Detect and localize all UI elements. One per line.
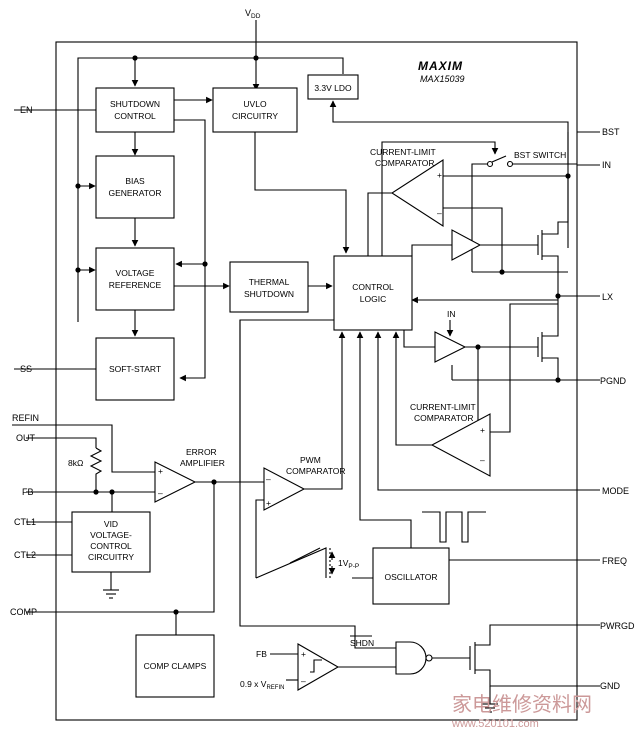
svg-text:FB: FB bbox=[256, 649, 267, 659]
pin-refin: REFIN bbox=[12, 413, 39, 423]
pin-bst: BST bbox=[602, 127, 620, 137]
chip-outline bbox=[55, 41, 578, 721]
pin-gnd: GND bbox=[600, 681, 621, 691]
soft-start-block bbox=[95, 337, 175, 401]
svg-text:SOFT-START: SOFT-START bbox=[109, 364, 161, 374]
svg-text:GENERATOR: GENERATOR bbox=[108, 188, 161, 198]
svg-text:PWM: PWM bbox=[300, 455, 321, 465]
control-logic-block bbox=[333, 255, 413, 331]
svg-text:UVLO: UVLO bbox=[243, 99, 267, 109]
svg-text:+: + bbox=[158, 466, 163, 476]
brand-logo: MAXIM bbox=[418, 59, 463, 73]
pin-ctl2: CTL2 bbox=[14, 550, 36, 560]
svg-text:VOLTAGE-: VOLTAGE- bbox=[90, 530, 132, 540]
svg-text:–: – bbox=[437, 208, 442, 218]
svg-text:3.3V LDO: 3.3V LDO bbox=[314, 83, 352, 93]
svg-text:AMPLIFIER: AMPLIFIER bbox=[180, 458, 225, 468]
svg-text:OSCILLATOR: OSCILLATOR bbox=[384, 572, 437, 582]
svg-text:0.9 x VREFIN: 0.9 x VREFIN bbox=[240, 679, 284, 691]
pin-fb: FB bbox=[22, 487, 34, 497]
thermal-shutdown-block bbox=[229, 261, 309, 313]
error-amplifier bbox=[154, 461, 197, 503]
svg-text:COMPARATOR: COMPARATOR bbox=[414, 413, 474, 423]
watermark-cn: 家电维修资料网 bbox=[452, 692, 592, 716]
svg-text:IN: IN bbox=[447, 309, 456, 319]
uvlo-block bbox=[212, 87, 298, 133]
voltage-reference-block bbox=[95, 247, 175, 311]
high-side-driver bbox=[451, 229, 482, 261]
svg-text:COMPARATOR: COMPARATOR bbox=[286, 466, 346, 476]
svg-text:COMPARATOR: COMPARATOR bbox=[375, 158, 435, 168]
low-side-driver bbox=[434, 331, 467, 363]
svg-text:VOLTAGE: VOLTAGE bbox=[116, 268, 155, 278]
vid-voltage-control-block bbox=[71, 511, 151, 573]
svg-text:+: + bbox=[480, 425, 485, 435]
pin-comp: COMP bbox=[10, 607, 37, 617]
watermark-url: www.520101.com bbox=[451, 718, 539, 730]
svg-text:CURRENT-LIMIT: CURRENT-LIMIT bbox=[410, 402, 476, 412]
vdd-label: VDD bbox=[245, 8, 261, 20]
pin-pgnd: PGND bbox=[600, 376, 627, 386]
comp-clamps-block bbox=[135, 634, 215, 698]
svg-text:SHUTDOWN: SHUTDOWN bbox=[244, 289, 294, 299]
svg-text:–: – bbox=[266, 474, 271, 484]
svg-text:–: – bbox=[158, 488, 163, 498]
svg-text:+: + bbox=[301, 649, 306, 659]
svg-text:CIRCUITRY: CIRCUITRY bbox=[232, 111, 278, 121]
pin-en: EN bbox=[20, 105, 33, 115]
svg-text:CIRCUITRY: CIRCUITRY bbox=[88, 552, 134, 562]
current-limit-comparator-bottom bbox=[430, 413, 491, 477]
pin-ctl1: CTL1 bbox=[14, 517, 36, 527]
current-limit-comparator-top bbox=[390, 158, 444, 228]
bias-generator-block bbox=[95, 155, 175, 219]
oscillator-block bbox=[372, 547, 450, 605]
svg-text:SHDN: SHDN bbox=[350, 638, 374, 648]
part-number: MAX15039 bbox=[420, 74, 465, 84]
svg-text:+: + bbox=[437, 170, 442, 180]
svg-text:VID: VID bbox=[104, 519, 118, 529]
svg-text:1VP-P: 1VP-P bbox=[338, 558, 359, 570]
svg-text:8kΩ: 8kΩ bbox=[68, 458, 83, 468]
pin-pwrgd: PWRGD bbox=[600, 621, 635, 631]
svg-text:CONTROL: CONTROL bbox=[90, 541, 132, 551]
pin-freq: FREQ bbox=[602, 556, 627, 566]
svg-text:COMP CLAMPS: COMP CLAMPS bbox=[144, 661, 207, 671]
pin-in: IN bbox=[602, 160, 611, 170]
pin-ss: SS bbox=[20, 364, 32, 374]
shutdown-control-block bbox=[95, 87, 175, 133]
svg-text:SHUTDOWN: SHUTDOWN bbox=[110, 99, 160, 109]
svg-text:+: + bbox=[266, 498, 271, 508]
svg-text:ERROR: ERROR bbox=[186, 447, 217, 457]
svg-text:LOGIC: LOGIC bbox=[360, 294, 386, 304]
svg-text:THERMAL: THERMAL bbox=[249, 277, 290, 287]
svg-text:REFERENCE: REFERENCE bbox=[109, 280, 162, 290]
pin-out: OUT bbox=[16, 433, 36, 443]
svg-text:–: – bbox=[480, 455, 485, 465]
powergood-comparator bbox=[297, 643, 340, 691]
svg-text:BST SWITCH: BST SWITCH bbox=[514, 150, 566, 160]
pin-lx: LX bbox=[602, 292, 613, 302]
pwm-comparator bbox=[263, 467, 306, 511]
ldo-block bbox=[307, 74, 359, 100]
svg-text:–: – bbox=[301, 676, 306, 686]
svg-text:CONTROL: CONTROL bbox=[114, 111, 156, 121]
svg-text:BIAS: BIAS bbox=[125, 176, 145, 186]
and-gate bbox=[395, 641, 427, 675]
svg-text:CONTROL: CONTROL bbox=[352, 282, 394, 292]
pin-mode: MODE bbox=[602, 486, 629, 496]
resistor-8k bbox=[89, 447, 103, 492]
svg-text:CURRENT-LIMIT: CURRENT-LIMIT bbox=[370, 147, 436, 157]
